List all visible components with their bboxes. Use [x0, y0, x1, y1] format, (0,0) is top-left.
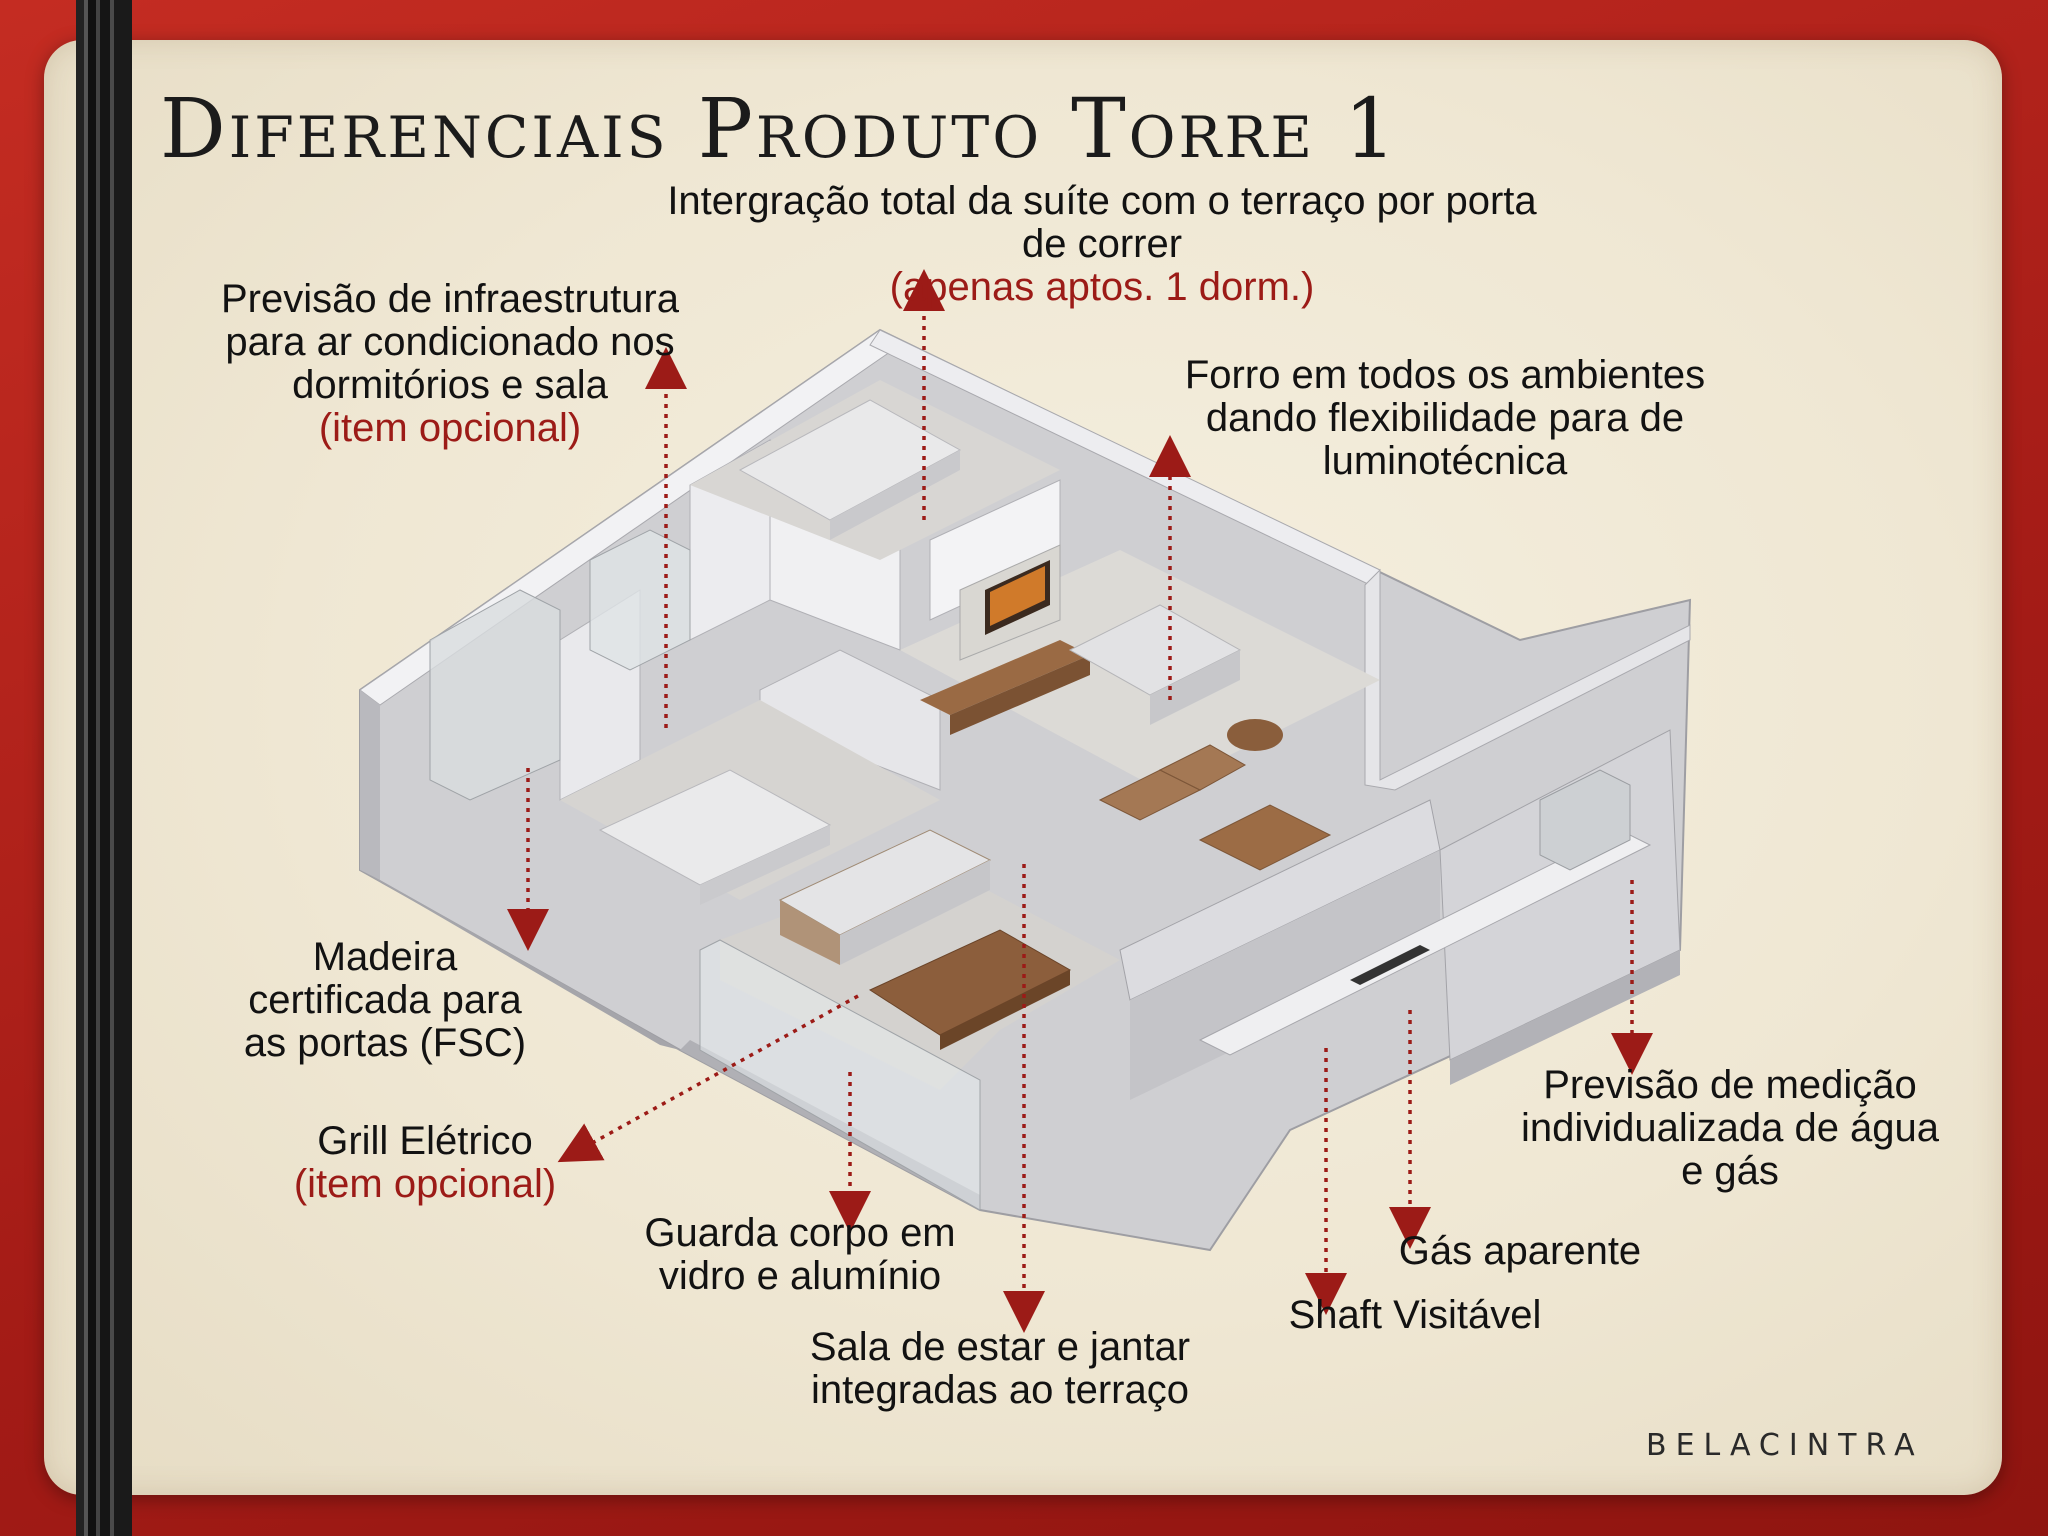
label-suite-integration: Intergração total da suíte com o terraço…: [667, 179, 1537, 309]
label-air-conditioning: Previsão de infraestrutura para ar condi…: [220, 277, 679, 450]
label-glass-railing: Guarda corpo em vidro e alumínio: [644, 1211, 956, 1298]
label-ceiling-lining: Forro em todos os ambientes dando flexib…: [1184, 353, 1706, 483]
binder-spine: [76, 0, 132, 1536]
label-individual-metering: Previsão de medição individualizada de á…: [1520, 1063, 1940, 1193]
label-certified-wood: Madeira certificada para as portas (FSC): [243, 935, 527, 1065]
label-visitable-shaft: Shaft Visitável: [1288, 1293, 1542, 1337]
label-integrated-living: Sala de estar e jantar integradas ao ter…: [809, 1325, 1191, 1412]
label-exposed-gas: Gás aparente: [1398, 1229, 1642, 1273]
belacintra-logo: BELACINTRA: [1646, 1428, 1924, 1463]
slide-title: Diferenciais Produto Torre 1: [160, 82, 1400, 177]
label-electric-grill: Grill Elétrico (item opcional): [293, 1119, 557, 1206]
